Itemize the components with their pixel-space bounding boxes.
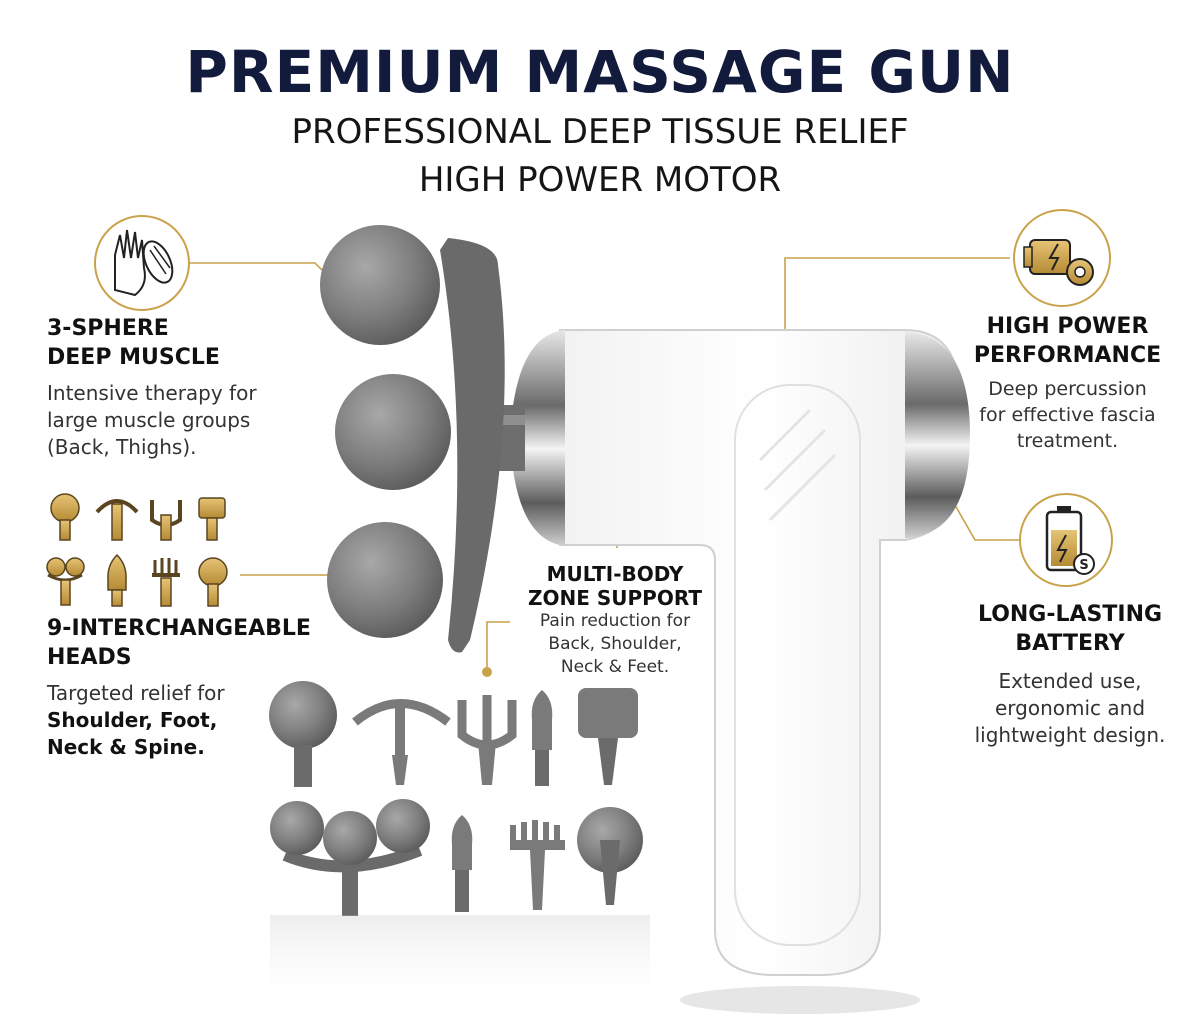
motor-gear-icon xyxy=(1013,209,1111,307)
feature-title: HEADS xyxy=(47,645,132,670)
three-sphere-head xyxy=(320,225,505,653)
feature-title: MULTI-BODY xyxy=(546,562,684,586)
fork-head xyxy=(457,695,517,785)
feature-title: DEEP MUSCLE xyxy=(47,345,220,370)
feature-title: LONG-LASTING xyxy=(977,602,1163,627)
disc-head xyxy=(577,807,643,905)
feature-desc: lightweight design. xyxy=(974,723,1166,747)
heads-reflection xyxy=(0,915,650,1018)
feature-multi-body: MULTI-BODY ZONE SUPPORT Pain reduction f… xyxy=(500,562,730,679)
heads-grid-icon xyxy=(46,493,228,607)
heads-row-1 xyxy=(269,681,638,787)
hand-muscle-icon xyxy=(94,215,190,311)
feature-title: ZONE SUPPORT xyxy=(528,586,702,610)
battery-icon: S xyxy=(1019,493,1113,587)
feature-desc: for effective fascia xyxy=(979,404,1156,426)
feature-desc: Extended use, xyxy=(998,669,1142,693)
feature-desc: ergonomic and xyxy=(994,696,1146,720)
bullet-head-2 xyxy=(451,815,473,912)
bullet-head xyxy=(531,690,553,786)
feature-desc: Shoulder, Foot, xyxy=(47,707,337,734)
feature-three-sphere: 3-SPHERE DEEP MUSCLE Intensive therapy f… xyxy=(47,314,307,461)
feature-title: 9-INTERCHANGEABLE xyxy=(47,616,311,641)
feature-desc: (Back, Thighs). xyxy=(47,435,197,459)
flat-head xyxy=(578,688,638,785)
feature-desc: Neck & Spine. xyxy=(47,734,337,761)
feature-desc: Back, Shoulder, xyxy=(548,634,682,654)
heads-row-2 xyxy=(270,799,643,916)
feature-desc-bold: Shoulder, Foot, xyxy=(47,708,218,732)
feature-desc: Intensive therapy for xyxy=(47,381,257,405)
connector-three-sphere xyxy=(170,262,344,292)
feature-desc: large muscle groups xyxy=(47,408,251,432)
feature-desc: treatment. xyxy=(1016,430,1119,452)
feature-heads: 9-INTERCHANGEABLE HEADS Targeted relief … xyxy=(47,614,337,761)
feature-title: 3-SPHERE xyxy=(47,316,169,341)
subtitle-line-1: PROFESSIONAL DEEP TISSUE RELIEF xyxy=(291,112,909,152)
feature-title: BATTERY xyxy=(1015,631,1125,656)
svg-text:S: S xyxy=(1079,558,1088,573)
connector-multi-body-bottom xyxy=(486,621,510,672)
feature-desc: Deep percussion xyxy=(988,378,1147,400)
spine-head xyxy=(352,699,451,785)
feature-power: HIGH POWER PERFORMANCE Deep percussion f… xyxy=(955,312,1180,454)
triple-ball-head xyxy=(270,799,430,916)
connector-power xyxy=(784,257,1010,335)
feature-title: HIGH POWER xyxy=(986,314,1149,339)
massage-gun-body xyxy=(485,329,970,1014)
feature-battery: LONG-LASTING BATTERY Extended use, ergon… xyxy=(950,600,1190,749)
ball-head xyxy=(269,681,337,787)
subtitle-line-2: HIGH POWER MOTOR xyxy=(418,160,782,200)
comb-head xyxy=(510,820,565,910)
feature-title: PERFORMANCE xyxy=(973,343,1162,368)
feature-desc: Pain reduction for xyxy=(539,611,691,631)
feature-desc: Targeted relief for xyxy=(47,681,225,705)
main-title: PREMIUM MASSAGE GUN xyxy=(185,38,1015,106)
feature-desc-bold: Neck & Spine. xyxy=(47,735,205,759)
feature-desc: Neck & Feet. xyxy=(560,657,670,677)
